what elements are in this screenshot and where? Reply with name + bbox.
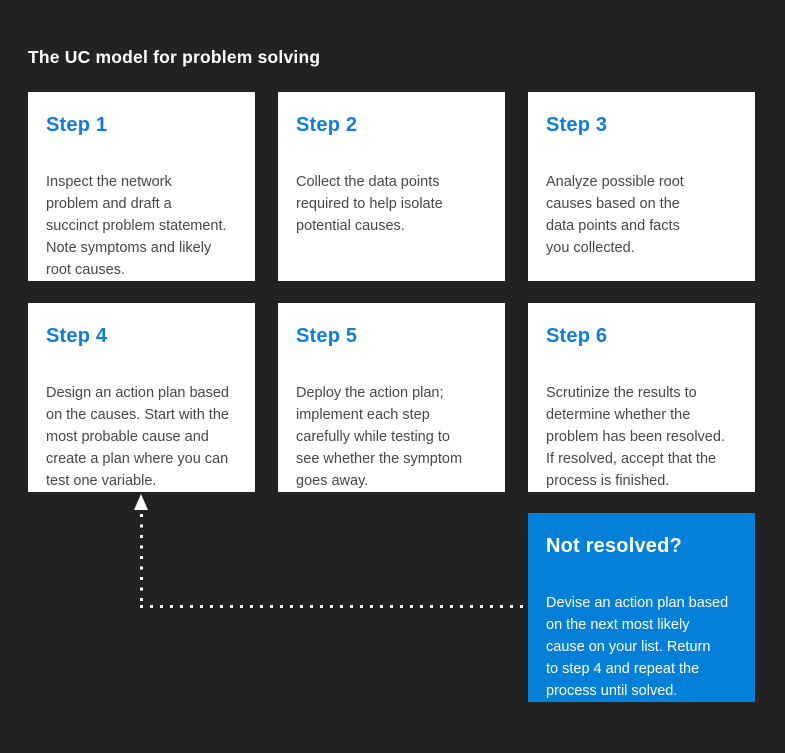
card-step-5: Step 5 Deploy the action plan; implement… [278,303,505,492]
arrow-up-icon [134,494,148,510]
card-step-2: Step 2 Collect the data points required … [278,92,505,281]
card-not-resolved-body: Devise an action plan based on the next … [546,595,729,699]
card-not-resolved-title: Not resolved? [546,535,682,557]
card-step-6-title: Step 6 [546,325,608,347]
card-step-1-title: Step 1 [46,114,108,136]
card-step-5-title: Step 5 [296,325,358,347]
card-not-resolved: Not resolved? Devise an action plan base… [528,513,755,702]
card-step-4-body: Design an action plan based on the cause… [46,385,229,489]
card-step-4: Step 4 Design an action plan based on th… [28,303,255,492]
card-step-5-body: Deploy the action plan; implement each s… [296,385,463,489]
card-step-3-title: Step 3 [546,114,608,136]
card-step-1: Step 1 Inspect the network problem and d… [28,92,255,281]
arrow-vertical-dotted-line [140,514,143,608]
card-step-2-title: Step 2 [296,114,358,136]
card-step-4-title: Step 4 [46,325,108,347]
arrow-horizontal-dotted-line [140,605,528,608]
card-step-3: Step 3 Analyze possible root causes base… [528,92,755,281]
card-step-3-body: Analyze possible root causes based on th… [546,174,684,256]
page-title: The UC model for problem solving [28,47,321,67]
card-step-6: Step 6 Scrutinize the results to determi… [528,303,755,492]
card-step-6-body: Scrutinize the results to determine whet… [546,385,725,489]
card-step-2-body: Collect the data points required to help… [296,174,443,234]
card-step-1-body: Inspect the network problem and draft a … [46,174,227,278]
